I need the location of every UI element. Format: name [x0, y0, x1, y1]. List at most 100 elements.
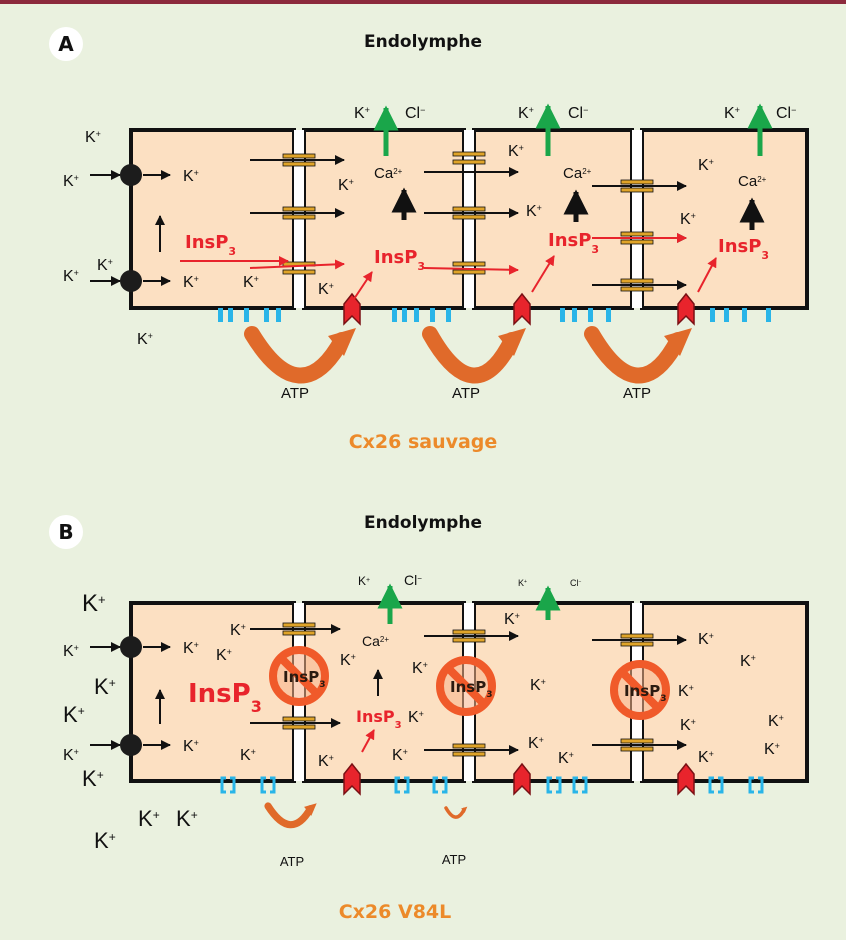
atp-receptor: [513, 762, 531, 796]
k-ion-label: K+: [318, 281, 334, 298]
connexon-bar: [620, 187, 654, 193]
k-ion-label: K+: [678, 683, 694, 700]
channel-bracket: [220, 776, 226, 794]
atp-receptor: [513, 292, 531, 326]
connexon-bar: [620, 286, 654, 292]
atp-release-arrow: [422, 326, 526, 384]
atp-label: ATP: [442, 852, 466, 867]
k-ion-label: K+: [183, 640, 199, 657]
k-ion-label: K+: [63, 643, 79, 660]
connexon-bar: [620, 738, 654, 744]
k-transporter: [120, 636, 142, 658]
ca-ion-label: Ca2+: [738, 173, 767, 190]
k-ion-label: K+: [97, 257, 113, 274]
connexon-bar: [282, 622, 316, 628]
connexon-channel: [282, 622, 316, 636]
blocked-insp3-label: InsP3: [624, 682, 666, 704]
basal-channel: [394, 776, 410, 794]
channel-bracket: [442, 776, 448, 794]
cell: [472, 601, 634, 783]
blocked-channel-sign: InsP3: [269, 646, 329, 706]
basal-channel: [264, 308, 269, 322]
no-sign-bar: [278, 655, 320, 697]
ca-ion-label: Ca2+: [374, 165, 403, 182]
basal-channel: [710, 308, 715, 322]
ca-ion-label: Ca2+: [362, 633, 389, 649]
basal-channel: [742, 308, 747, 322]
connexon-bar: [452, 637, 486, 643]
channel-bracket: [556, 776, 562, 794]
k-ion-label: K+: [318, 753, 334, 770]
basal-channel: [392, 308, 397, 322]
k-ion-label: K+: [243, 274, 259, 291]
basal-channel: [748, 776, 764, 794]
connexon-bar: [620, 633, 654, 639]
connexon-bar: [452, 151, 486, 157]
panel-caption: Cx26 V84L: [339, 901, 452, 923]
k-ion-label: K+: [138, 806, 160, 831]
basal-channel: [220, 776, 236, 794]
basal-channel: [218, 308, 223, 322]
k-ion-label: K+: [340, 652, 356, 669]
k-ion-label: K+: [558, 750, 574, 767]
channel-bracket: [708, 776, 714, 794]
basal-channel: [430, 308, 435, 322]
connexon-bar: [452, 629, 486, 635]
k-ion-label: K+: [680, 211, 696, 228]
atp-arc-head: [328, 328, 356, 356]
connexon-bar: [282, 206, 316, 212]
k-ion-label: K+: [518, 578, 527, 588]
channel-bracket: [572, 776, 578, 794]
panel-letter-badge: [49, 27, 83, 61]
atp-receptor: [677, 292, 695, 326]
atp-release-arrow: [444, 806, 468, 819]
atp-arc-head: [498, 328, 526, 356]
channel-bracket: [270, 776, 276, 794]
ca-ion-label: Ca2+: [563, 165, 592, 182]
blocked-channel-sign: InsP3: [436, 656, 496, 716]
k-ion-label: K+: [85, 129, 101, 146]
cl-ion-label: Cl−: [404, 572, 422, 588]
k-ion-label: K+: [526, 203, 542, 220]
k-ion-label: K+: [698, 631, 714, 648]
atp-arc-head: [664, 328, 692, 356]
connexon-bar: [620, 746, 654, 752]
panel-letter: B: [58, 520, 73, 544]
k-ion-label: K+: [530, 677, 546, 694]
k-ion-label: K+: [392, 747, 408, 764]
atp-receptor: [677, 762, 695, 796]
panel-letter: A: [58, 32, 74, 56]
k-ion-label: K+: [698, 157, 714, 174]
basal-channel: [244, 308, 249, 322]
connexon-bar: [282, 153, 316, 159]
cl-ion-label: Cl−: [776, 105, 796, 122]
channel-bracket: [546, 776, 552, 794]
atp-receptor: [343, 292, 361, 326]
channel-bracket: [404, 776, 410, 794]
connexon-bar: [620, 179, 654, 185]
basal-channel: [228, 308, 233, 322]
connexon-bar: [620, 641, 654, 647]
cell: [640, 128, 809, 310]
connexon-channel: [282, 206, 316, 220]
connexon-channel: [620, 179, 654, 193]
connexon-channel: [282, 716, 316, 730]
connexon-channel: [452, 629, 486, 643]
connexon-channel: [452, 743, 486, 757]
top-rule: [0, 0, 846, 4]
k-transporter: [120, 270, 142, 292]
panel-caption: Cx26 sauvage: [349, 431, 498, 453]
k-ion-label: K+: [504, 611, 520, 628]
atp-arc-body: [264, 802, 314, 829]
k-ion-label: K+: [518, 105, 534, 122]
cl-ion-label: Cl−: [568, 105, 588, 122]
connexon-bar: [452, 269, 486, 275]
k-transporter: [120, 164, 142, 186]
channel-bracket: [718, 776, 724, 794]
basal-channel: [560, 308, 565, 322]
connexon-bar: [452, 159, 486, 165]
connexon-channel: [452, 261, 486, 275]
atp-label: ATP: [452, 385, 480, 402]
